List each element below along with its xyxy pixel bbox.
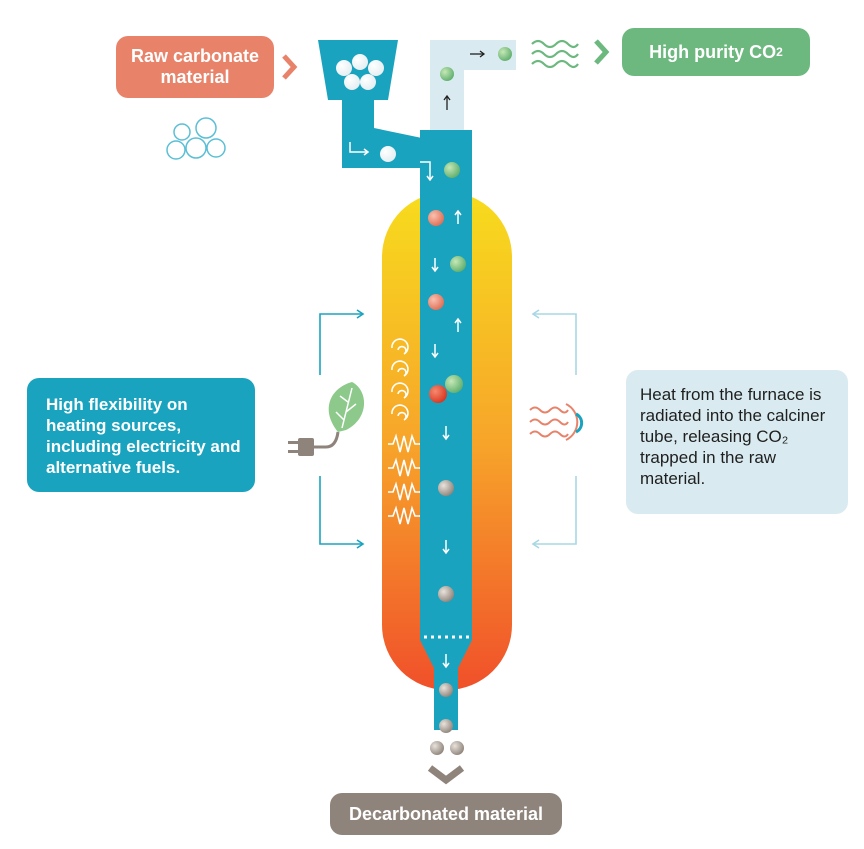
raw-carbonate-text: Raw carbonate material: [130, 46, 260, 87]
tube-particles: [428, 162, 466, 755]
co2-arrow-icon: [594, 39, 610, 65]
co2-subscript: 2: [776, 45, 783, 59]
raw-carbonate-label: Raw carbonate material: [116, 36, 274, 98]
outlet-co2-particle: [498, 47, 512, 61]
resistor-icons: [388, 433, 420, 525]
plug-icon: [288, 431, 340, 456]
chevron-down-icon: [427, 765, 465, 785]
heat-radiation-icon: [529, 403, 584, 441]
raw-material-particles: [166, 117, 226, 160]
outlet-arrows: [443, 50, 486, 110]
heat-callout: Heat from the furnace is radiated into t…: [626, 370, 848, 514]
flame-icons: [391, 338, 409, 421]
decarbonated-material-label: Decarbonated material: [330, 793, 562, 835]
turn-arrow-icon: [420, 161, 431, 180]
flexibility-text: High flexibility on heating sources, inc…: [46, 395, 241, 477]
hopper-particles: [336, 54, 384, 90]
right-bracket-arrows: [531, 309, 577, 549]
co2-outlet-stack: [430, 40, 464, 130]
chute-arrow-icon: [349, 142, 368, 153]
left-bracket-arrows: [319, 309, 365, 549]
high-purity-co2-text: High purity CO: [649, 41, 777, 62]
raw-arrow-icon: [282, 54, 298, 80]
feed-hopper: [318, 40, 398, 100]
leaf-icon: [328, 382, 365, 432]
flexibility-callout: High flexibility on heating sources, inc…: [27, 378, 255, 492]
heat-text: Heat from the furnace is radiated into t…: [640, 385, 826, 488]
wavy-lines-icon: [531, 39, 579, 69]
chute-particle: [380, 146, 396, 162]
decarbonated-text: Decarbonated material: [348, 803, 544, 824]
rising-co2-particle: [440, 67, 454, 81]
tube-flow-arrows: [431, 209, 462, 669]
